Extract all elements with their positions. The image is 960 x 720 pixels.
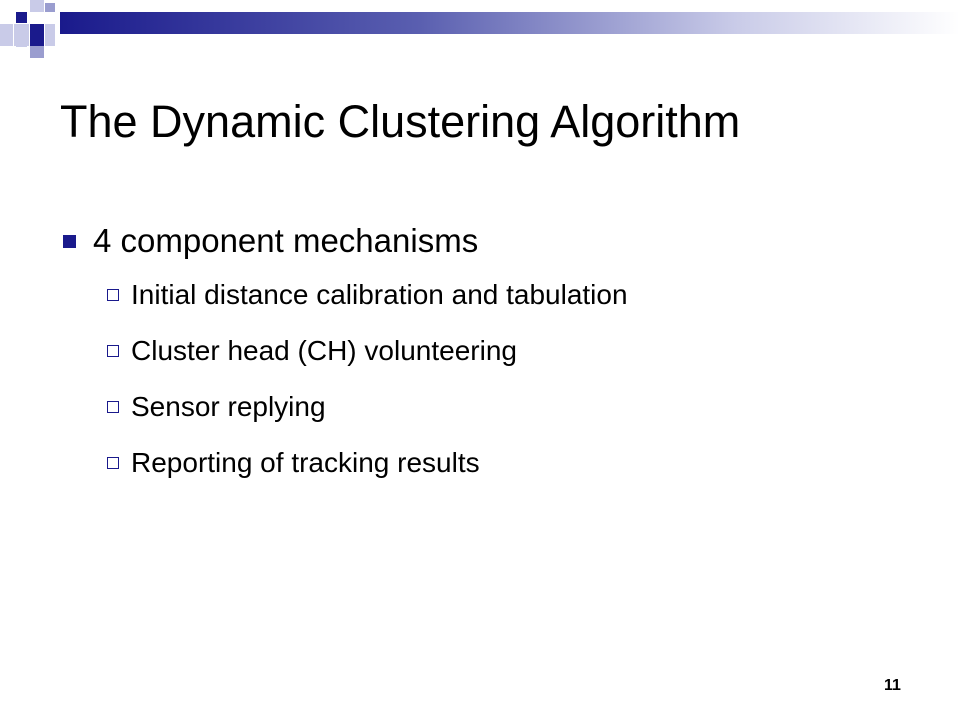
header-gradient-bar	[60, 12, 960, 34]
decorative-square	[0, 24, 13, 46]
decorative-square	[30, 0, 44, 12]
sub-bullet-item: Cluster head (CH) volunteering	[60, 323, 920, 379]
sub-bullet-text: Sensor replying	[131, 391, 326, 422]
decorative-square	[16, 12, 27, 23]
filled-square-icon	[63, 234, 76, 248]
decorative-square	[45, 3, 55, 12]
hollow-square-icon	[107, 457, 119, 469]
decorative-square	[30, 24, 44, 46]
bullet-text: 4 component mechanisms	[93, 222, 479, 259]
hollow-square-icon	[107, 345, 119, 357]
slide-title: The Dynamic Clustering Algorithm	[60, 96, 741, 147]
sub-bullet-item: Initial distance calibration and tabulat…	[60, 267, 920, 323]
sub-bullet-text: Reporting of tracking results	[131, 447, 480, 478]
decorative-square	[16, 37, 27, 47]
decorative-square	[45, 24, 55, 46]
bullet-item: 4 component mechanisms	[60, 215, 920, 267]
sub-bullet-text: Cluster head (CH) volunteering	[131, 335, 517, 366]
sub-bullet-item: Sensor replying	[60, 379, 920, 435]
sub-bullet-text: Initial distance calibration and tabulat…	[131, 279, 628, 310]
sub-bullet-item: Reporting of tracking results	[60, 435, 920, 491]
hollow-square-icon	[107, 401, 119, 413]
page-number: 11	[884, 677, 901, 694]
hollow-square-icon	[107, 289, 119, 301]
bullet-list: 4 component mechanisms Initial distance …	[60, 215, 920, 491]
decorative-square	[30, 46, 44, 58]
